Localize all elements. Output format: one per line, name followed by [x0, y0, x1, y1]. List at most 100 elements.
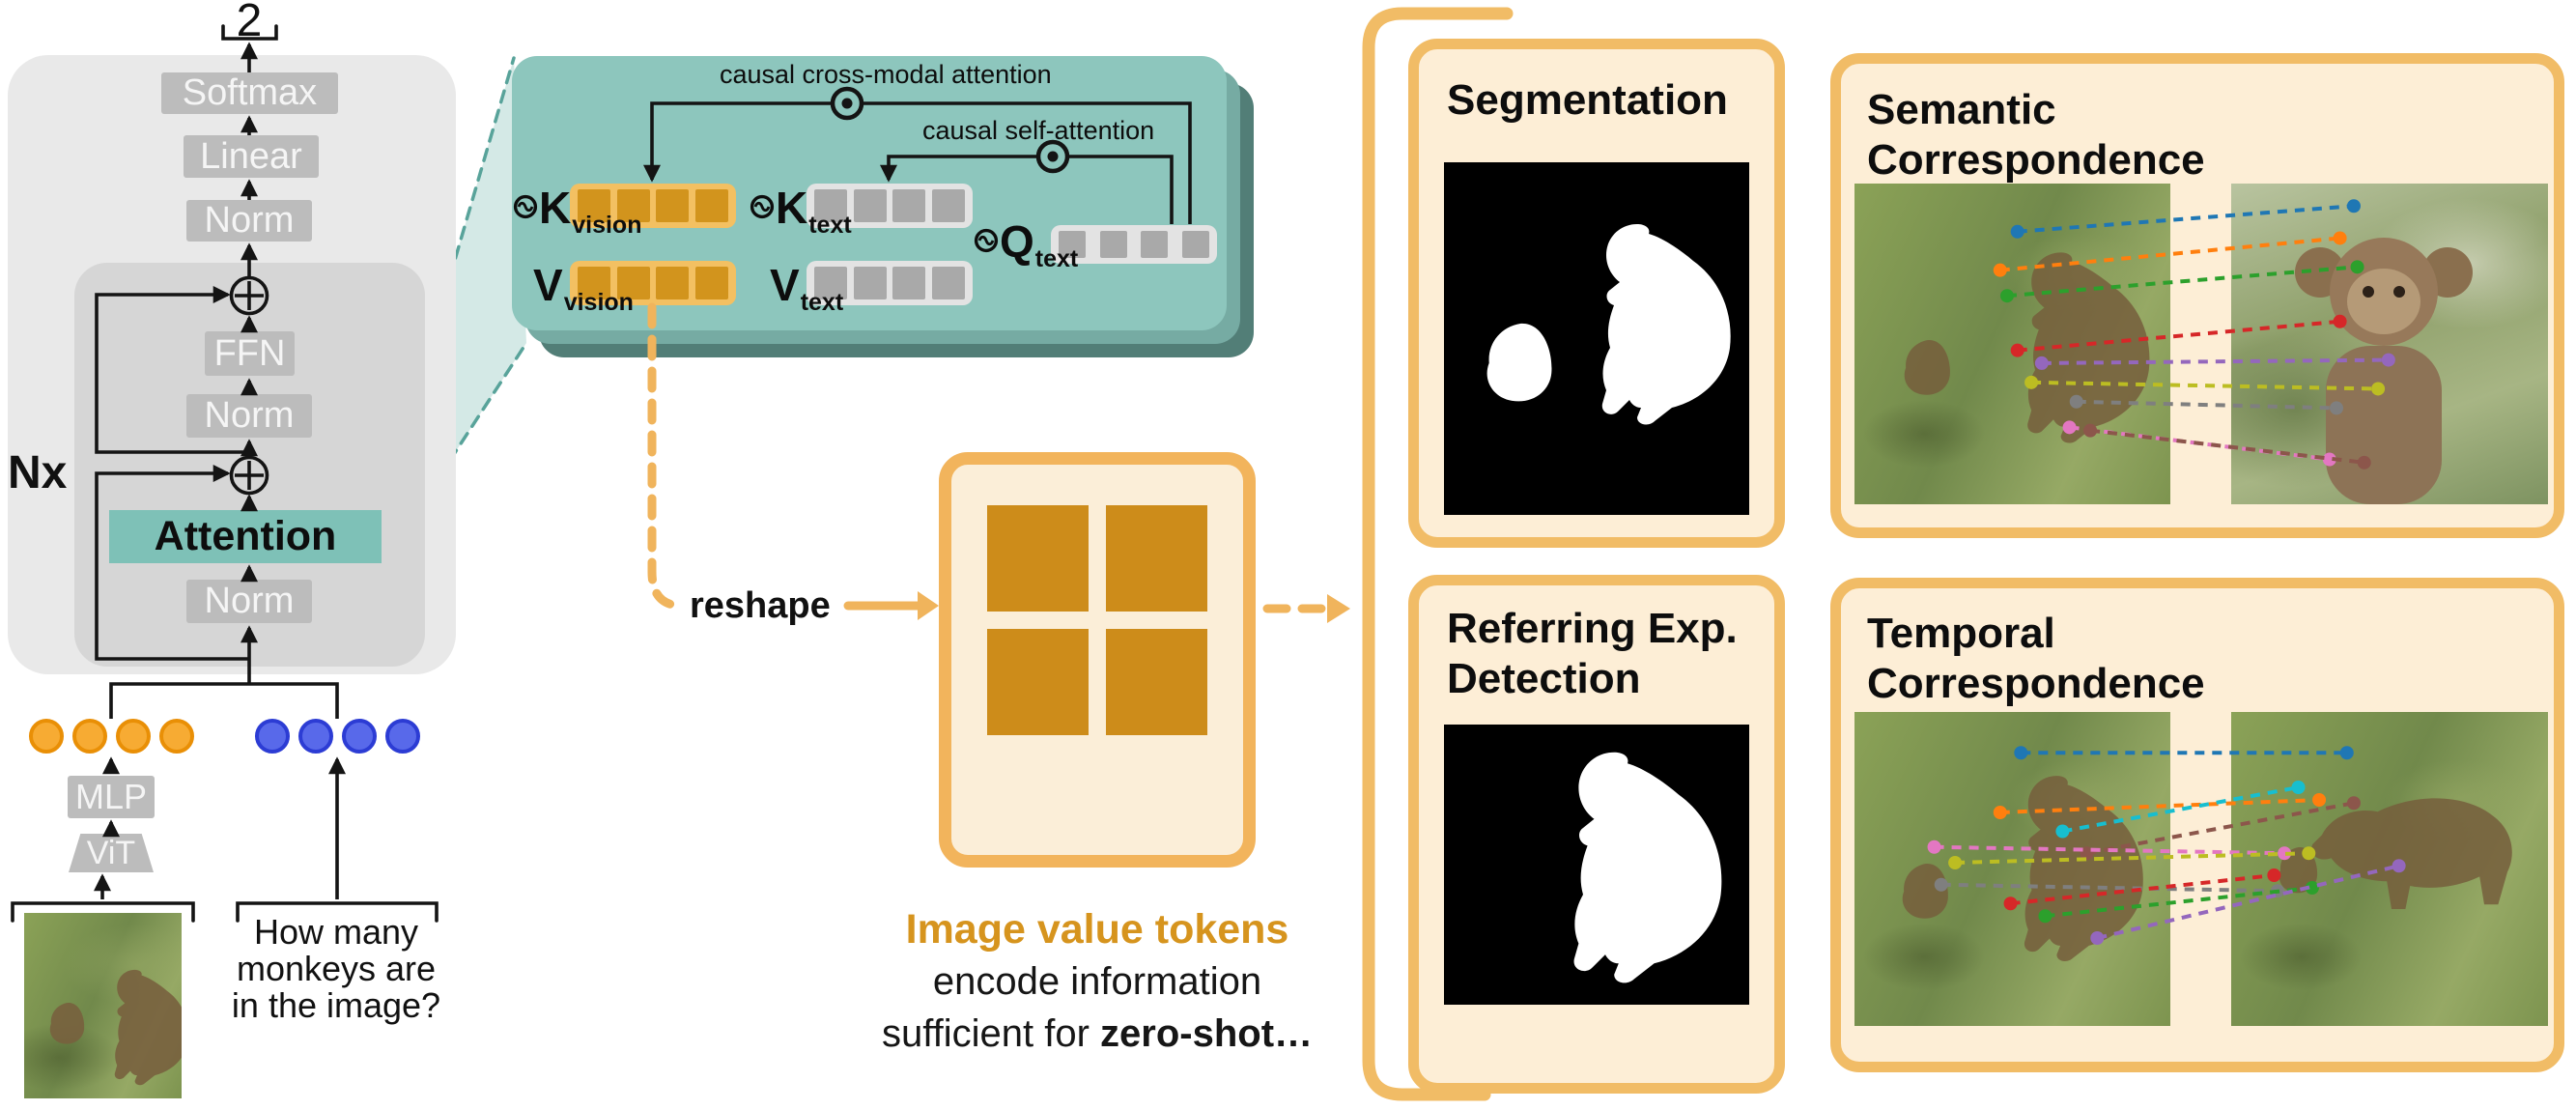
- linear-block: Linear: [184, 135, 319, 178]
- value-token-square: [1106, 505, 1207, 612]
- caption-line3-prefix: sufficient for: [881, 1012, 1101, 1055]
- v-text-token-row: [807, 261, 973, 305]
- value-token-square: [987, 629, 1089, 735]
- monkey-photo-illustration: [49, 969, 182, 1086]
- temporal-correspondence-title: Temporal Correspondence: [1867, 609, 2205, 709]
- token-square: [1059, 231, 1086, 258]
- correspondence-point: [2322, 452, 2336, 467]
- norm-block-bottom: Norm: [186, 580, 312, 623]
- correspondence-point: [2003, 897, 2018, 911]
- token-square: [656, 267, 690, 299]
- correspondence-point: [1934, 877, 1948, 892]
- correspondence-line: [2041, 357, 2389, 365]
- referring-mask-illustration: [1573, 752, 1722, 983]
- small-monkey-silhouette: [1486, 323, 1552, 402]
- correspondence-point: [1999, 289, 2014, 303]
- correspondence-point: [2010, 224, 2024, 239]
- small-monkey-shape: [1904, 339, 1950, 395]
- title-line: Correspondence: [1867, 136, 2205, 184]
- token-subscript: vision: [563, 289, 634, 316]
- title-line: Referring Exp.: [1447, 605, 1738, 652]
- token-square: [578, 189, 610, 222]
- correspondence-line: [1955, 851, 2309, 865]
- correspondence-point: [2305, 881, 2319, 895]
- correspondence-line: [2062, 785, 2299, 834]
- token-letter: V: [533, 260, 563, 310]
- source-monkey-photo: [1854, 184, 2170, 504]
- correspondence-point: [2333, 231, 2347, 245]
- correspondence-point: [2333, 314, 2347, 328]
- input-monkey-photo: [24, 913, 182, 1098]
- token-subscript: text: [808, 212, 852, 239]
- segmentation-mask-image: [1444, 162, 1749, 515]
- frozen-icon: [974, 228, 999, 253]
- token-square: [616, 189, 650, 222]
- correspondence-line: [2096, 864, 2400, 940]
- frozen-icon: [750, 194, 775, 219]
- correspondence-point: [2371, 382, 2386, 396]
- correspondence-point: [1948, 856, 1963, 869]
- token-square: [814, 267, 847, 299]
- text-token-circle: [385, 719, 420, 754]
- correspondence-point: [2038, 909, 2052, 924]
- softmax-block: Softmax: [161, 72, 338, 114]
- token-square: [1141, 231, 1169, 258]
- token-letter: K: [539, 183, 572, 233]
- correspondence-line: [2045, 886, 2313, 919]
- semantic-correspondence-title: Semantic Correspondence: [1867, 85, 2205, 185]
- vision-token-circle: [159, 719, 194, 754]
- question-line: in the image?: [231, 985, 441, 1025]
- token-subscript: text: [800, 289, 844, 316]
- vision-token-circle: [29, 719, 64, 754]
- correspondence-point: [2034, 356, 2049, 370]
- correspondence-line: [1999, 798, 2320, 814]
- token-square: [694, 189, 728, 222]
- token-square: [578, 267, 610, 299]
- token-letter: V: [770, 260, 800, 310]
- title-line: Semantic: [1867, 86, 2056, 133]
- correspondence-point: [2069, 394, 2083, 409]
- large-monkey-shape: [2027, 252, 2150, 443]
- vision-token-circle: [72, 719, 107, 754]
- question-line: How many: [253, 912, 419, 952]
- title-line: Temporal: [1867, 610, 2055, 657]
- correspondence-line: [2031, 380, 2379, 391]
- correspondence-point: [2346, 199, 2361, 213]
- correspondence-line: [2010, 873, 2275, 906]
- token-square: [616, 267, 650, 299]
- vision-token-circle: [116, 719, 151, 754]
- target-monkey-photo: [2231, 184, 2548, 504]
- token-square: [694, 267, 728, 299]
- token-subscript: text: [1034, 245, 1079, 272]
- reshape-label: reshape: [690, 585, 831, 626]
- baby-monkey-illustration: [2295, 238, 2473, 504]
- text-token-circle: [342, 719, 377, 754]
- norm-block-top: Norm: [186, 200, 312, 242]
- correspondence-point: [2291, 781, 2306, 794]
- token-subscript: vision: [572, 212, 642, 239]
- walking-monkey-shape: [2311, 798, 2512, 909]
- token-square: [931, 189, 965, 222]
- caption-zero-shot: zero-shot…: [1100, 1012, 1314, 1055]
- correspondence-point: [2381, 353, 2395, 367]
- frozen-icon: [513, 194, 538, 219]
- correspondence-point: [2357, 455, 2371, 470]
- correspondence-point: [2062, 420, 2077, 435]
- text-token-circle: [298, 719, 333, 754]
- correspondence-point: [2278, 846, 2292, 861]
- token-square: [931, 267, 965, 299]
- correspondence-line: [2017, 319, 2340, 353]
- correspondence-point: [1993, 806, 2007, 819]
- correspondence-line: [2086, 801, 2355, 856]
- nx-repeat-label: Nx: [8, 447, 68, 498]
- correspondence-point: [2055, 824, 2070, 839]
- correspondence-line: [2076, 399, 2337, 411]
- segmentation-title: Segmentation: [1447, 76, 1728, 124]
- referring-mask-image: [1444, 725, 1749, 1005]
- caption-line2: encode information: [932, 960, 1262, 1003]
- self-attention-label: causal self-attention: [922, 116, 1155, 145]
- correspondence-line: [2006, 265, 2358, 299]
